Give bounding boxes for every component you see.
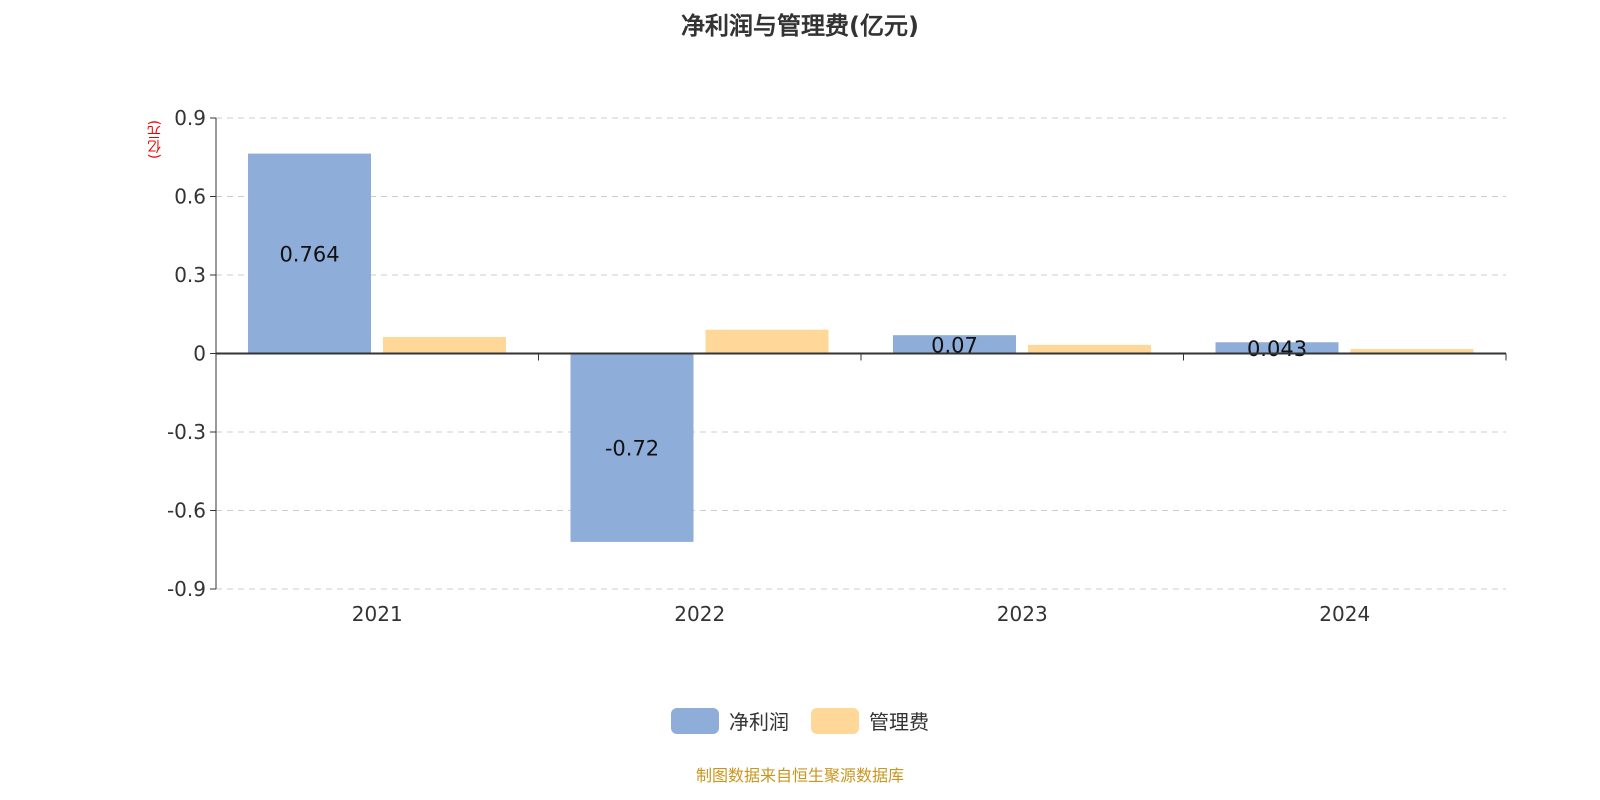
bar-net-profit — [893, 335, 1016, 354]
bar-admin-expense — [1028, 344, 1151, 354]
x-tick-label: 2023 — [997, 602, 1048, 626]
legend-swatch — [811, 707, 859, 734]
data-label: -0.72 — [605, 437, 659, 461]
chart-title: 净利润与管理费(亿元) — [681, 12, 919, 40]
x-tick-label: 2024 — [1319, 602, 1370, 626]
y-tick-label: 0.9 — [174, 106, 206, 130]
bar-admin-expense — [705, 329, 829, 354]
y-tick-label: -0.6 — [167, 499, 206, 523]
data-label: 0.764 — [279, 243, 339, 267]
data-source-note: 制图数据来自恒生聚源数据库 — [695, 766, 904, 785]
bar-admin-expense — [383, 337, 506, 354]
legend-item-admin-expense[interactable]: 管理费 — [811, 706, 929, 735]
legend-label: 管理费 — [869, 710, 929, 734]
y-tick-label: 0 — [193, 342, 206, 366]
data-label: 0.043 — [1247, 337, 1307, 361]
x-tick-label: 2021 — [352, 602, 403, 626]
bar-net-profit — [248, 153, 371, 354]
y-tick-label: -0.9 — [167, 577, 206, 601]
bar-net-profit — [1215, 342, 1339, 354]
y-tick-label: 0.6 — [174, 185, 206, 209]
x-tick-label: 2022 — [674, 602, 725, 626]
legend-item-net-profit[interactable]: 净利润 — [671, 706, 789, 735]
y-tick-label: -0.3 — [167, 420, 206, 444]
legend-swatch — [671, 707, 719, 734]
y-tick-label: 0.3 — [174, 263, 206, 287]
bar-net-profit — [570, 353, 694, 542]
bar-admin-expense — [1350, 349, 1474, 354]
legend: 净利润 管理费 — [0, 706, 1600, 735]
legend-label: 净利润 — [729, 710, 789, 734]
